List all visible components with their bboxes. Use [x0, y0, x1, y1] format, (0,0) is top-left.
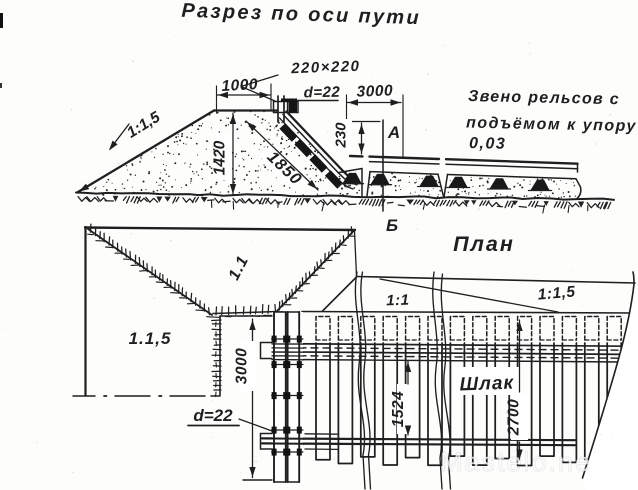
svg-text:220×220: 220×220 — [290, 58, 361, 77]
svg-text:1:1,5: 1:1,5 — [537, 283, 576, 303]
svg-text:Mastelo.ne: Mastelo.ne — [440, 447, 592, 477]
svg-text:2700: 2700 — [506, 399, 523, 436]
svg-text:1524: 1524 — [390, 391, 407, 427]
svg-text:подъёмом к упору: подъёмом к упору — [466, 115, 637, 136]
svg-text:1:1: 1:1 — [386, 292, 410, 310]
svg-text:Звено рельсов с: Звено рельсов с — [468, 88, 620, 108]
svg-text:1.1,5: 1.1,5 — [129, 329, 172, 348]
svg-text:3000: 3000 — [234, 348, 251, 384]
svg-text:0,03: 0,03 — [469, 135, 506, 153]
svg-text:Шлак: Шлак — [459, 373, 515, 396]
svg-text:d=22: d=22 — [303, 84, 340, 102]
svg-text:А: А — [387, 123, 400, 142]
svg-text:1420: 1420 — [212, 140, 229, 175]
svg-text:d=22: d=22 — [193, 406, 233, 425]
svg-text:230: 230 — [333, 122, 350, 149]
svg-text:Б: Б — [386, 216, 398, 235]
svg-text:3000: 3000 — [356, 82, 393, 100]
svg-text:План: План — [453, 232, 515, 256]
svg-text:1000: 1000 — [221, 76, 258, 95]
